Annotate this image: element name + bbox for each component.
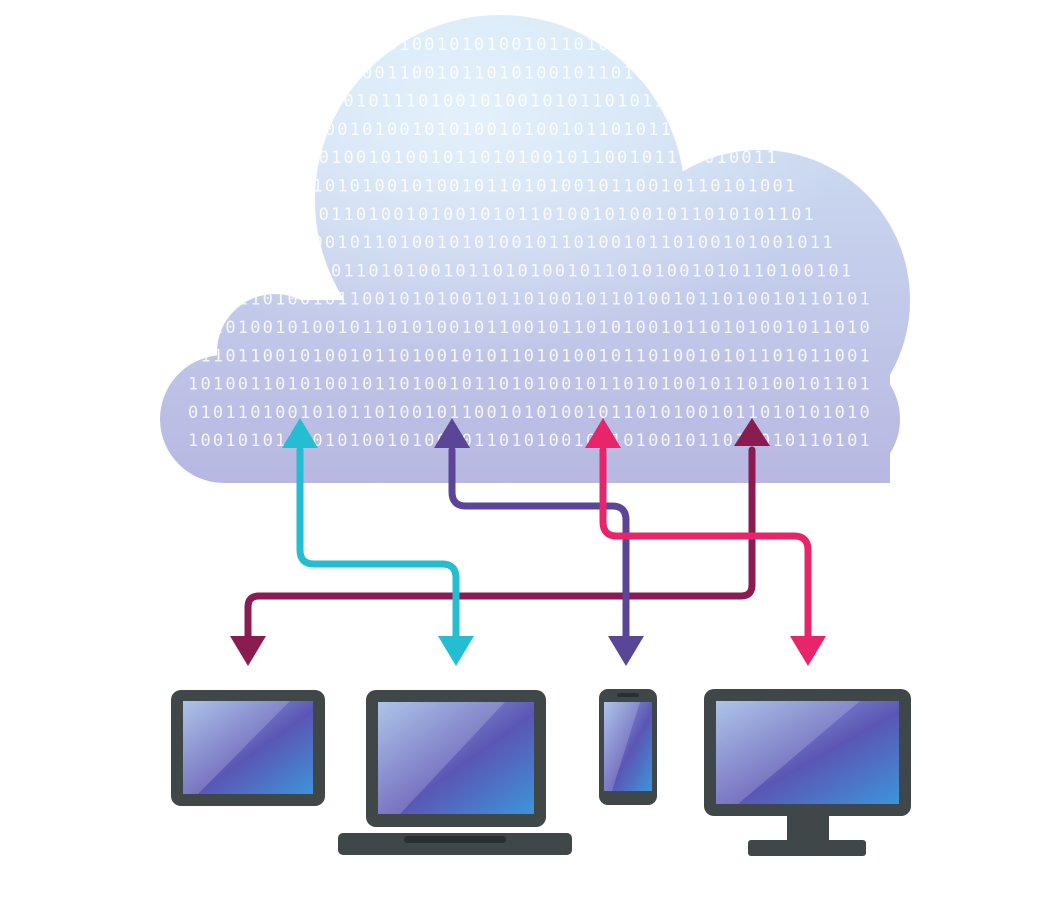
- binary-row: 0100101001010100101001011010110101001: [300, 120, 760, 140]
- cyan-connection: [282, 418, 474, 666]
- binary-row: 0101101001010110100101100101010010110101…: [188, 403, 872, 423]
- binary-row: 1001010110010100101001011010100101101001…: [188, 431, 872, 451]
- laptop-icon: [338, 690, 572, 855]
- binary-row: 0100110100101100101010010110100101101001…: [188, 290, 872, 310]
- binary-row: 1010100101001011010100101100101101010011: [281, 148, 778, 168]
- binary-row: 0110110010100101101001010110101001011010…: [188, 346, 872, 366]
- desktop-monitor-icon: [704, 689, 911, 856]
- binary-row: 1010010110100101001010110100101001011010…: [244, 205, 816, 225]
- cyan-down-arrow-icon: [438, 636, 474, 666]
- binary-row: 1011001010011010100101101010010110101001…: [207, 261, 854, 281]
- pink-connection: [585, 418, 826, 666]
- cloud-body: 1010010101001011010100101 010011001011010…: [160, 15, 910, 483]
- binary-row: 1010100101001011010100101100101101010010…: [188, 318, 872, 338]
- binary-row: 1001011101001010010101101011010010: [319, 92, 742, 112]
- devices: [171, 689, 911, 856]
- purple-up-arrow-icon: [434, 418, 470, 448]
- purple-connection: [434, 418, 644, 666]
- pink-up-arrow-icon: [585, 418, 621, 448]
- pink-down-arrow-icon: [790, 636, 826, 666]
- binary-row: 1010011010100101101001011010100101101010…: [188, 375, 872, 395]
- binary-code-pattern: 1010010101001011010100101 010011001011010…: [188, 35, 872, 451]
- purple-down-arrow-icon: [608, 636, 644, 666]
- maroon-up-arrow-icon: [734, 418, 770, 446]
- binary-row: 0101101010010100101101010010110010110101…: [263, 177, 798, 197]
- small-tablet-icon: [171, 690, 325, 806]
- connection-arrows: [230, 418, 826, 666]
- binary-row: 0100110010110101001011010110010: [337, 63, 722, 83]
- cloud: 1010010101001011010100101 010011001011010…: [160, 15, 910, 483]
- cyan-up-arrow-icon: [282, 418, 318, 448]
- binary-row: 1010010101001011010100101: [375, 35, 686, 55]
- binary-row: 0100101001011010010101001011010010110100…: [225, 233, 834, 253]
- maroon-connection: [230, 418, 770, 666]
- phone-icon: [599, 689, 657, 805]
- maroon-down-arrow-icon: [230, 636, 266, 666]
- phone-speaker: [617, 693, 639, 697]
